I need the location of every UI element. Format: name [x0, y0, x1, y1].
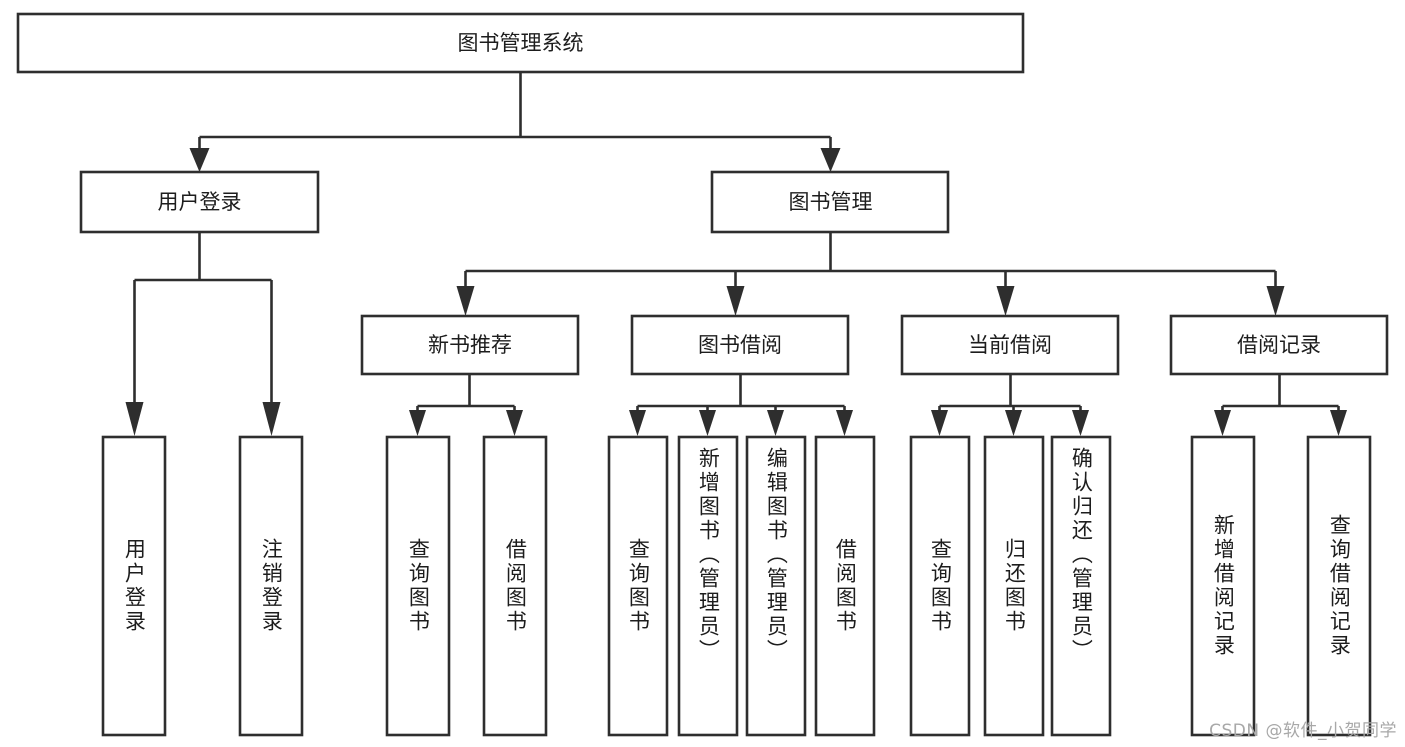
node-label-borrow-record: 借阅记录	[1237, 333, 1321, 357]
node-box-leaf-query-borrow-record[interactable]	[1306, 435, 1372, 737]
arrowhead-leaf-add-borrow-record	[1214, 410, 1231, 436]
connector-group-book-management	[456, 232, 1285, 316]
node-root[interactable]: 图书管理系统	[16, 12, 1025, 74]
node-label-root: 图书管理系统	[458, 31, 584, 55]
node-new-book-recommend[interactable]: 新书推荐	[360, 314, 580, 376]
arrowhead-leaf-query-book-recommend	[409, 410, 426, 436]
watermark-text: CSDN @软件_小贺同学	[1209, 721, 1397, 741]
arrowhead-leaf-add-book-admin	[699, 410, 716, 436]
node-label-user-login: 用户登录	[158, 190, 242, 214]
connector-group-new-book-recommend	[409, 374, 523, 436]
arrowhead-leaf-query-book-current	[931, 410, 948, 436]
node-label-current-borrow: 当前借阅	[968, 333, 1052, 357]
node-box-leaf-add-book-admin[interactable]	[677, 435, 739, 737]
node-box-leaf-query-book-current[interactable]	[909, 435, 971, 737]
arrowhead-leaf-user-login	[125, 402, 144, 436]
arrowhead-leaf-return-book	[1005, 410, 1022, 436]
node-user-login[interactable]: 用户登录	[79, 170, 320, 234]
node-current-borrow[interactable]: 当前借阅	[900, 314, 1120, 376]
node-borrow-record[interactable]: 借阅记录	[1169, 314, 1389, 376]
arrowhead-user-login	[189, 148, 210, 172]
arrowhead-leaf-query-borrow-record	[1330, 410, 1347, 436]
connector-group-book-borrow	[629, 374, 853, 436]
node-box-leaf-add-borrow-record[interactable]	[1190, 435, 1256, 737]
node-box-current-borrow[interactable]	[900, 314, 1120, 376]
connector-group-current-borrow	[931, 374, 1089, 436]
arrowhead-leaf-borrow-book-recommend	[506, 410, 523, 436]
node-box-book-management[interactable]	[710, 170, 950, 234]
node-box-leaf-return-book[interactable]	[983, 435, 1045, 737]
node-box-leaf-edit-book-admin[interactable]	[745, 435, 807, 737]
node-box-leaf-query-book-borrow[interactable]	[607, 435, 669, 737]
node-box-borrow-record[interactable]	[1169, 314, 1389, 376]
arrowhead-leaf-logout-login	[262, 402, 281, 436]
node-box-root[interactable]	[16, 12, 1025, 74]
connector-group-root	[189, 72, 841, 172]
arrowhead-book-management	[820, 148, 841, 172]
node-box-book-borrow[interactable]	[630, 314, 850, 376]
arrowhead-leaf-confirm-return-admin	[1072, 410, 1089, 436]
node-book-management[interactable]: 图书管理	[710, 170, 950, 234]
node-label-new-book-recommend: 新书推荐	[428, 333, 512, 357]
node-book-borrow[interactable]: 图书借阅	[630, 314, 850, 376]
arrowhead-new-book-recommend	[456, 286, 475, 316]
arrowhead-leaf-query-book-borrow	[629, 410, 646, 436]
node-box-new-book-recommend[interactable]	[360, 314, 580, 376]
node-box-leaf-confirm-return-admin[interactable]	[1050, 435, 1112, 737]
leaf-boxes	[101, 435, 1372, 737]
node-label-book-borrow: 图书借阅	[698, 333, 782, 357]
node-box-leaf-user-login[interactable]	[101, 435, 167, 737]
arrowhead-leaf-edit-book-admin	[767, 410, 784, 436]
node-box-leaf-query-book-recommend[interactable]	[385, 435, 451, 737]
node-box-leaf-logout-login[interactable]	[238, 435, 304, 737]
arrowhead-borrow-record	[1266, 286, 1285, 316]
connector-group-user-login	[125, 232, 281, 436]
node-box-user-login[interactable]	[79, 170, 320, 234]
arrowhead-book-borrow	[726, 286, 745, 316]
node-box-leaf-borrow-book[interactable]	[814, 435, 876, 737]
node-box-leaf-borrow-book-recommend[interactable]	[482, 435, 548, 737]
connector-group-borrow-record	[1214, 374, 1347, 436]
arrowhead-leaf-borrow-book	[836, 410, 853, 436]
arrowhead-current-borrow	[996, 286, 1015, 316]
node-label-book-management: 图书管理	[789, 190, 873, 214]
